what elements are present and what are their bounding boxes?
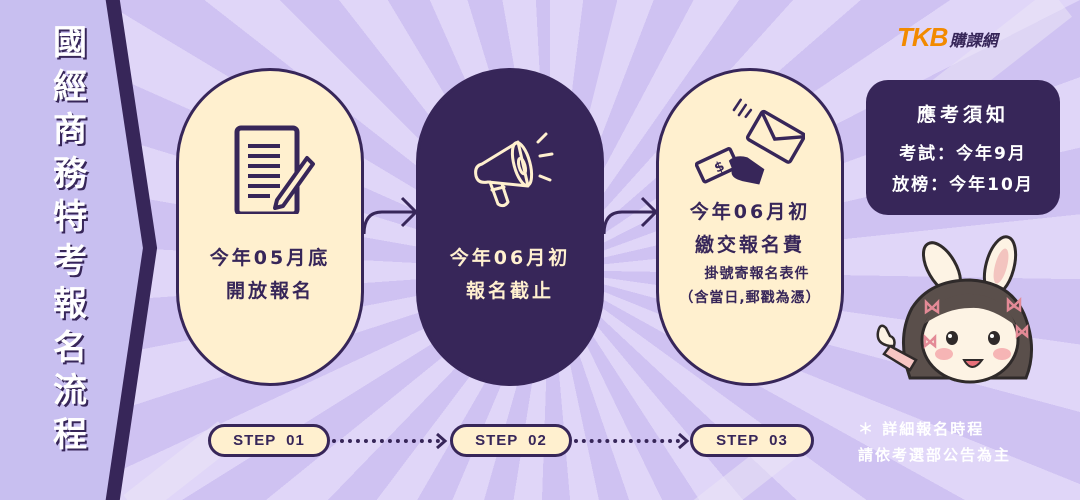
arrow-head-icon <box>678 432 690 450</box>
step-badge-label: STEP 03 <box>716 432 788 449</box>
notice-exam-date: 考試：今年9月 <box>899 144 1027 164</box>
step-date: 今年06月初 <box>449 247 571 269</box>
arrow-head-icon <box>436 432 448 450</box>
step-action: 開放報名 <box>225 280 314 302</box>
step-badge-label: STEP 02 <box>475 432 547 449</box>
step-note: 掛號寄報名表件 <box>704 266 810 282</box>
title-char: 特 <box>53 197 87 237</box>
step-badge-1: STEP 01 <box>208 424 330 457</box>
dotted-connector <box>332 439 440 443</box>
step-badge-3: STEP 03 <box>690 424 814 457</box>
step-badge-2: STEP 02 <box>450 424 572 457</box>
title-char: 報 <box>53 284 87 324</box>
megaphone-icon <box>455 119 565 219</box>
title-char: 考 <box>53 240 87 281</box>
title-char: 流 <box>53 371 87 411</box>
step-date: 今年05月底 <box>209 247 331 269</box>
payment-mail-icon: $ <box>695 93 805 193</box>
notice-result-date: 放榜：今年10月 <box>892 175 1034 195</box>
page-title: 國 經 商 務 特 考 報 名 流 程 <box>40 22 100 457</box>
dotted-connector <box>574 439 680 443</box>
title-char: 國 <box>53 23 87 63</box>
step-badge-label: STEP 01 <box>233 432 305 449</box>
step-date: 今年06月初 <box>689 201 811 223</box>
bunny-girl-mascot-icon <box>876 235 1034 384</box>
logo-name: 購課網 <box>949 31 998 50</box>
title-char: 經 <box>53 66 87 107</box>
arrow-right-icon <box>602 196 659 235</box>
side-panel: 國 經 商 務 特 考 報 名 流 程 <box>0 0 160 500</box>
exam-notice-box: 應考須知 考試：今年9月 放榜：今年10月 <box>866 80 1060 215</box>
step-card-1: 今年05月底 開放報名 <box>176 68 364 386</box>
title-char: 名 <box>53 327 87 368</box>
title-char: 務 <box>53 153 87 194</box>
chevron-panel-shape <box>0 0 158 500</box>
step-card-3: $ 今年06月初 繳交報名費 掛號寄報名表件 （含當日,郵戳為憑） <box>656 68 844 386</box>
document-pen-icon <box>215 119 325 219</box>
step-action: 繳交報名費 <box>694 234 805 256</box>
title-char: 商 <box>53 110 87 150</box>
logo-brand: TKB <box>897 22 948 52</box>
notice-title: 應考須知 <box>916 104 1009 126</box>
step-note: （含當日,郵戳為憑） <box>679 290 821 306</box>
footnote-line: 請依考選部公告為主 <box>858 446 1012 464</box>
step-card-2: 今年06月初 報名截止 <box>416 68 604 386</box>
title-char: 程 <box>53 414 87 455</box>
tkb-logo: TKB 購課網 <box>897 22 997 53</box>
footnote: ＊ 詳細報名時程 請依考選部公告為主 <box>858 416 1011 468</box>
step-action: 報名截止 <box>465 280 554 302</box>
arrow-right-icon <box>362 196 419 235</box>
footnote-line: ＊ 詳細報名時程 <box>858 420 985 438</box>
